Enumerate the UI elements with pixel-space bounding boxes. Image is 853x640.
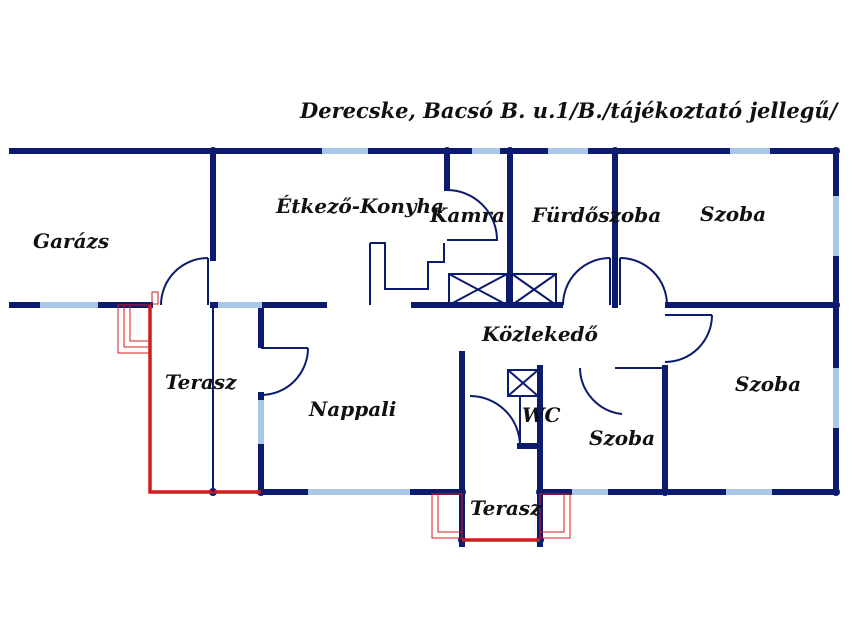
- door-szoba-top: [619, 257, 668, 306]
- room-label-nappali: Nappali: [309, 397, 397, 421]
- joint: [832, 301, 840, 309]
- joint: [832, 488, 840, 496]
- door-garage-terrace: [160, 257, 209, 306]
- door-wc: [469, 395, 521, 447]
- door-szoba-mid: [579, 367, 665, 415]
- room-label-furdoszoba: Fürdőszoba: [532, 203, 662, 227]
- room-label-kozlekedo: Közlekedő: [482, 322, 598, 346]
- terrace-bottom-steps: [431, 493, 571, 539]
- room-label-kamra: Kamra: [430, 203, 505, 227]
- room-label-szoba-top: Szoba: [700, 202, 767, 226]
- duct-2: [511, 273, 557, 306]
- plan-title: Derecske, Bacsó B. u.1/B./tájékoztató je…: [300, 98, 838, 123]
- duct-1: [448, 273, 508, 306]
- door-szoba-right: [664, 314, 713, 363]
- door-kamra: [446, 189, 499, 241]
- room-label-szoba-right: Szoba: [735, 372, 802, 396]
- room-label-wc: WC: [522, 403, 561, 427]
- joint: [443, 147, 451, 155]
- windows: [40, 148, 839, 495]
- joint: [661, 488, 669, 496]
- terrace-left-steps: [117, 291, 159, 354]
- joint: [506, 147, 514, 155]
- room-label-etkezo-konyha: Étkező-Konyha: [276, 194, 445, 218]
- duct-wc: [507, 369, 539, 397]
- joint: [832, 147, 840, 155]
- doors: [160, 189, 713, 447]
- terrace-left-frame: [148, 305, 261, 494]
- terrace-bottom: [431, 493, 571, 542]
- door-nappali-terrace: [260, 347, 309, 396]
- room-label-garazs: Garázs: [33, 229, 110, 253]
- terrace-left: [117, 291, 261, 494]
- room-label-terasz-bottom: Terasz: [470, 496, 542, 520]
- room-label-szoba-mid: Szoba: [589, 426, 656, 450]
- room-label-terasz-left: Terasz: [165, 370, 237, 394]
- ducts: [448, 273, 557, 397]
- joint: [209, 147, 217, 155]
- door-bath: [562, 257, 611, 306]
- joint: [611, 147, 619, 155]
- kitchen-counter: [370, 242, 445, 290]
